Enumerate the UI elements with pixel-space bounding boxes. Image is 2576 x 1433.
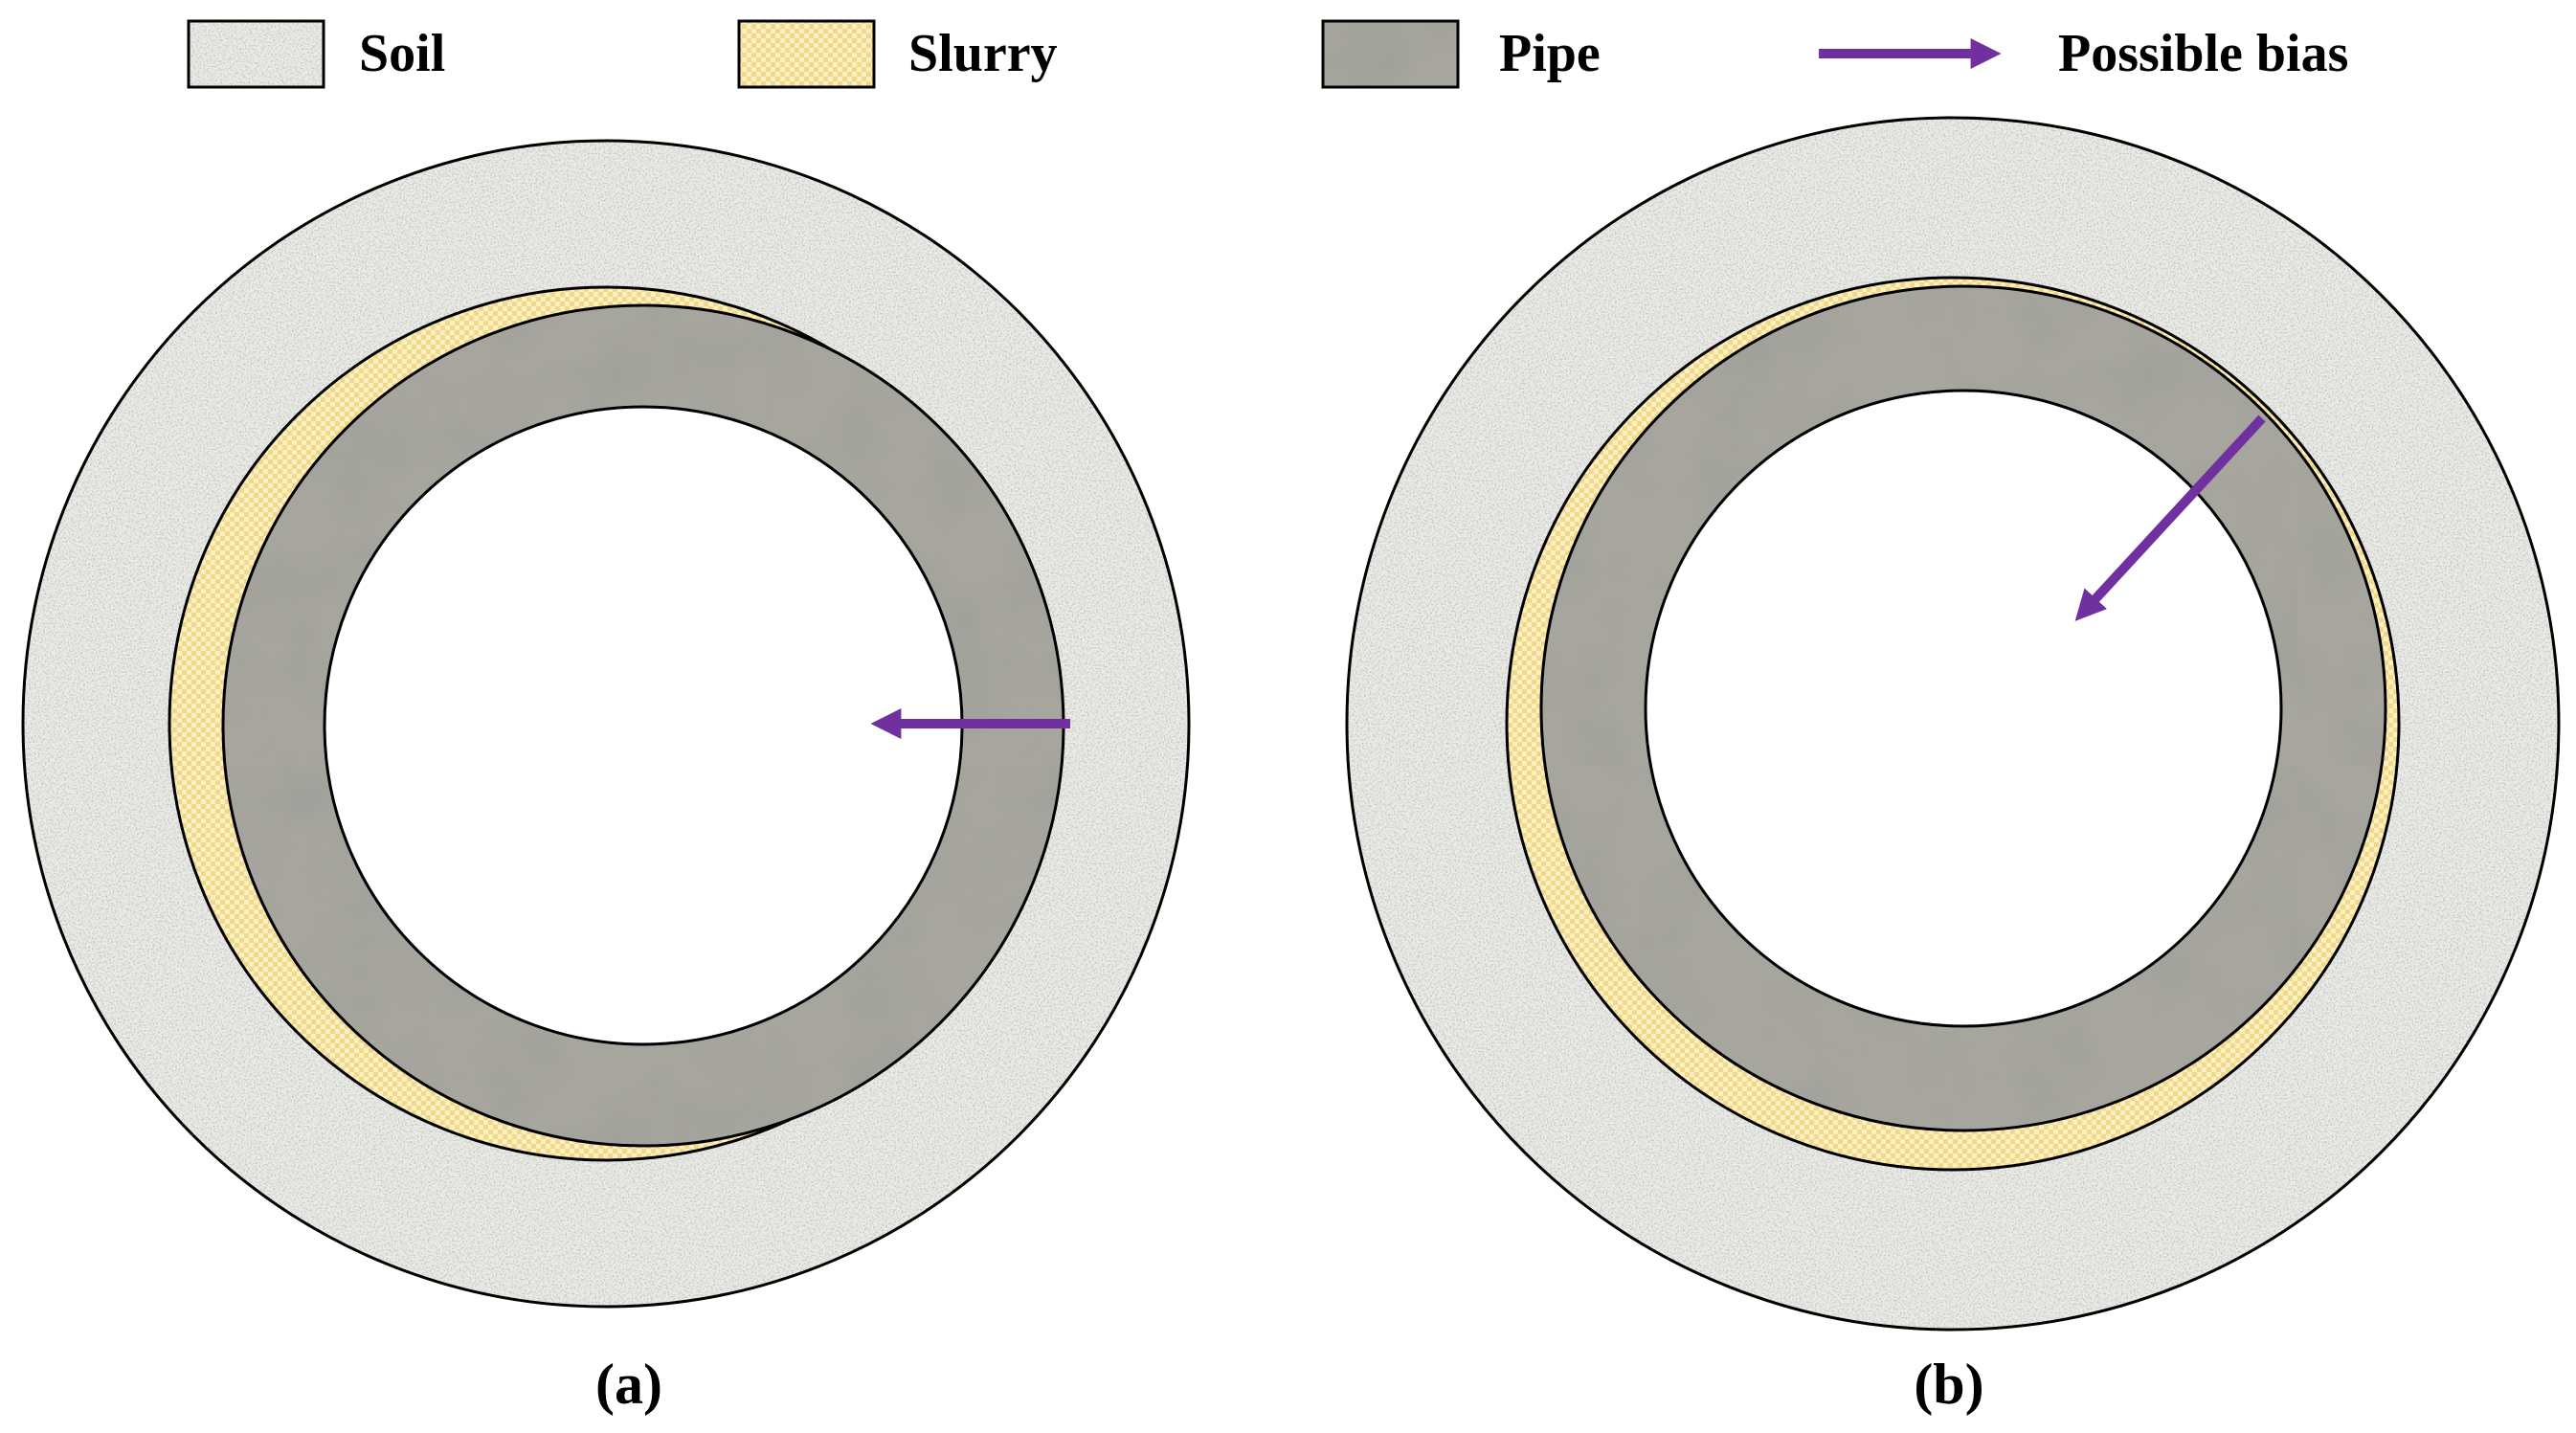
panel-b-caption: (b) xyxy=(1914,1353,1983,1416)
legend-item-pipe: Pipe xyxy=(1321,19,1601,89)
panel-a: (a) xyxy=(21,139,1191,1416)
panel-a-caption: (a) xyxy=(595,1353,662,1416)
legend-label-slurry: Slurry xyxy=(908,24,1058,83)
legend-item-bias: Possible bias xyxy=(1819,24,2348,83)
legend-label-bias: Possible bias xyxy=(2058,24,2348,83)
legend-label-soil: Soil xyxy=(359,24,445,83)
pipe-bore-a xyxy=(323,405,964,1046)
legend-item-soil: Soil xyxy=(187,19,445,89)
soil-swatch-icon xyxy=(187,19,325,89)
pipe-bore-b xyxy=(1644,389,2283,1028)
legend-label-pipe: Pipe xyxy=(1499,24,1601,83)
panel-b: (b) xyxy=(1345,116,2561,1416)
slurry-swatch-icon xyxy=(737,19,876,89)
bias-arrow-b xyxy=(2074,414,2266,621)
legend-item-slurry: Slurry xyxy=(737,19,1058,89)
pipe-swatch-icon xyxy=(1321,19,1460,89)
legend: Soil Slurry Pipe Possible bias xyxy=(187,19,2348,89)
